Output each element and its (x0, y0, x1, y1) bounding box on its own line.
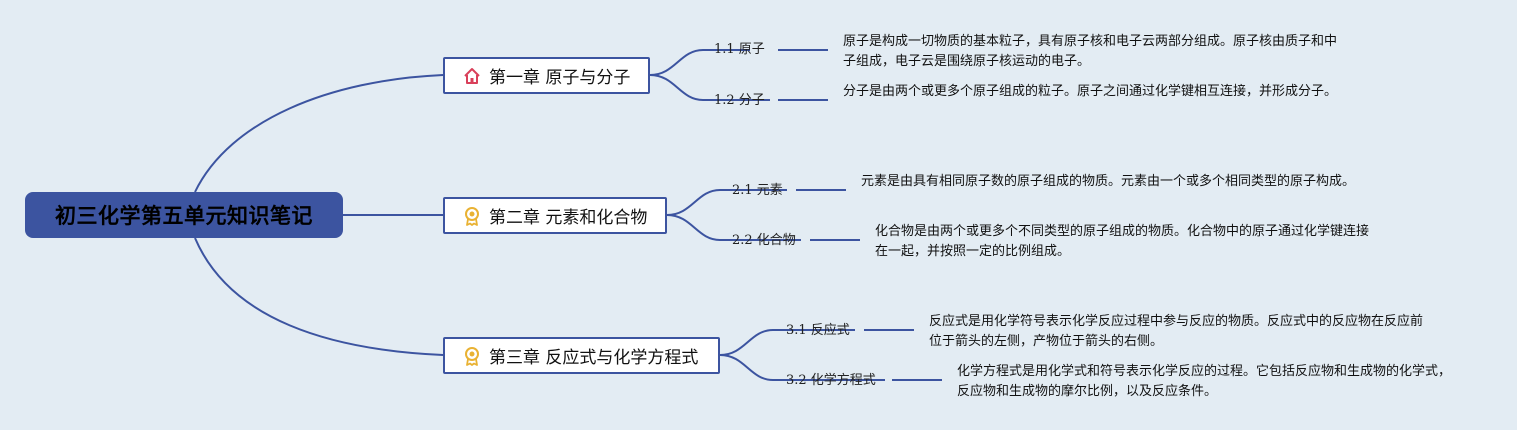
chapter-1-title: 第一章 原子与分子 (489, 68, 631, 88)
note-2-2: 化合物是由两个或更多个不同类型的原子组成的物质。化合物中的原子通过化学键连接在一… (875, 224, 1370, 259)
subtopic-2-1[interactable]: 2.1 元素 (732, 183, 783, 198)
chapter-3-title: 第三章 反应式与化学方程式 (489, 348, 699, 368)
award-ribbon-icon (461, 205, 483, 227)
subtopic-3-1[interactable]: 3.1 反应式 (786, 323, 850, 338)
subtopic-1-2[interactable]: 1.2 分子 (714, 93, 765, 108)
connector-ch3-sub2 (719, 354, 885, 381)
note-2-1: 元素是由具有相同原子数的原子组成的物质。元素由一个或多个相同类型的原子构成。 (861, 174, 1356, 189)
subtopic-1-1[interactable]: 1.1 原子 (714, 42, 765, 57)
connector-ch1-sub1 (649, 49, 750, 76)
home-icon (461, 65, 483, 87)
subtopic-2-2[interactable]: 2.2 化合物 (732, 233, 796, 248)
note-1-1: 原子是构成一切物质的基本粒子，具有原子核和电子云两部分组成。原子核由质子和中子组… (843, 34, 1338, 69)
chapter-2-topic[interactable]: 第二章 元素和化合物 (443, 197, 667, 234)
award-ribbon-icon (461, 345, 483, 367)
chapter-3-topic[interactable]: 第三章 反应式与化学方程式 (443, 337, 720, 374)
note-3-1: 反应式是用化学符号表示化学反应过程中参与反应的物质。反应式中的反应物在反应前位于… (929, 314, 1424, 349)
connector-ch2-sub1 (666, 189, 787, 216)
subtopic-3-2[interactable]: 3.2 化学方程式 (786, 373, 876, 388)
connector-ch3-sub1 (719, 329, 855, 356)
connector-root-ch1 (194, 74, 444, 193)
connector-root-ch3 (194, 237, 444, 356)
root-title: 初三化学第五单元知识笔记 (55, 204, 313, 228)
connector-ch1-sub2 (649, 74, 770, 101)
chapter-2-title: 第二章 元素和化合物 (489, 208, 648, 228)
note-1-2: 分子是由两个或更多个原子组成的粒子。原子之间通过化学键相互连接，并形成分子。 (843, 84, 1338, 99)
connector-ch2-sub2 (666, 214, 801, 241)
root-topic[interactable]: 初三化学第五单元知识笔记 (25, 192, 343, 238)
chapter-1-topic[interactable]: 第一章 原子与分子 (443, 57, 650, 94)
note-3-2: 化学方程式是用化学式和符号表示化学反应的过程。它包括反应物和生成物的化学式，反应… (957, 364, 1452, 399)
